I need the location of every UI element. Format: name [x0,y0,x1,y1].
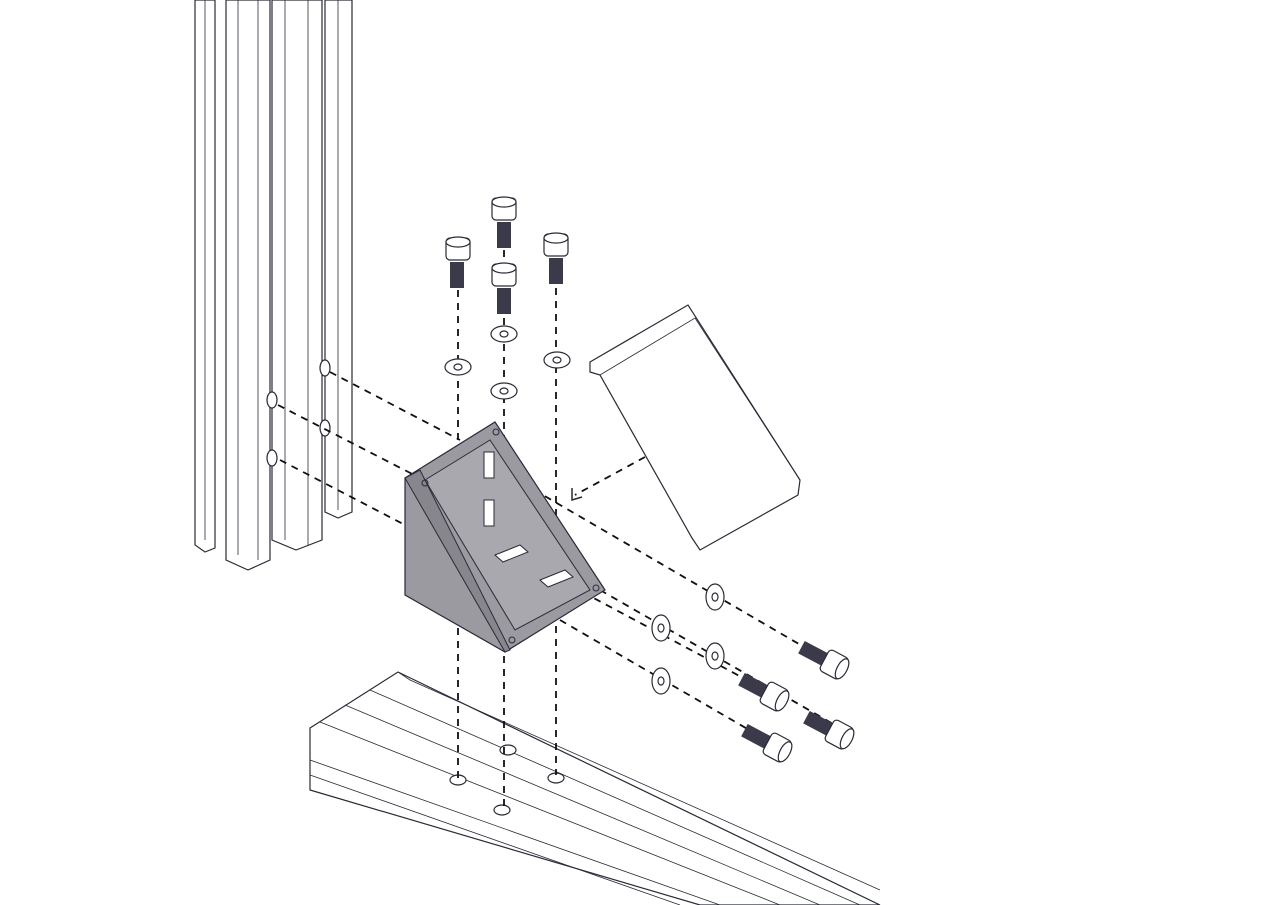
washer [444,358,472,376]
cap-screws-vertical [445,196,569,314]
cap-screw [798,640,850,680]
cap-screw [491,262,517,314]
horizontal-extrusion [309,671,881,905]
corner-bracket [404,421,606,653]
cap-screw [738,672,790,712]
cap-screw [491,196,517,248]
washer [705,583,725,611]
washer [651,614,671,642]
washer [490,325,518,343]
washer [490,382,518,400]
bracket-cover [589,304,801,551]
cap-screw [803,710,855,750]
washer [705,642,725,670]
washers [444,325,725,695]
vertical-extrusion [194,0,353,571]
cap-screw [543,232,569,284]
washer [543,351,571,369]
cap-screw [741,723,793,763]
cap-screw [445,236,471,288]
cap-screws-horizontal [738,640,855,763]
washer [651,667,671,695]
